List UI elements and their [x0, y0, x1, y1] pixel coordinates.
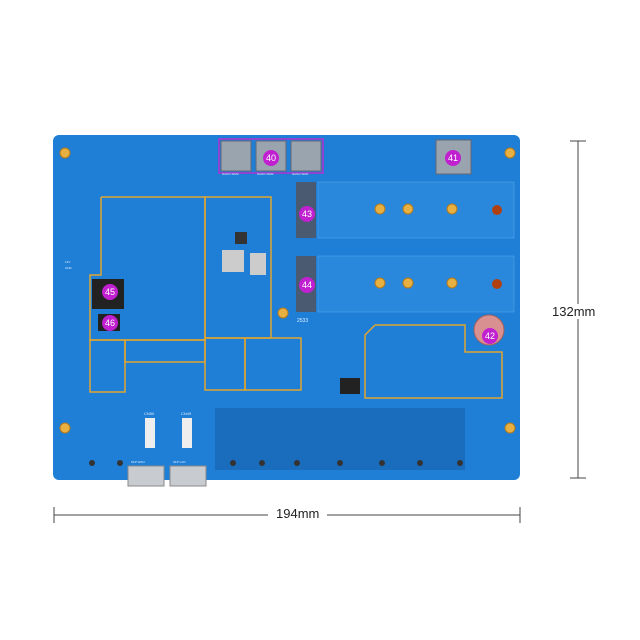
- antenna-connector: [492, 279, 502, 289]
- callout-43: 43: [299, 206, 315, 222]
- callout-42: 42: [482, 328, 498, 344]
- pcb-region-m2: [317, 181, 515, 239]
- silkscreen-gnd: GND: [65, 266, 72, 270]
- callout-44: 44: [299, 277, 315, 293]
- sim-highlight-box: [218, 138, 324, 174]
- port: [127, 465, 165, 487]
- height-dimension-label: 132mm: [550, 304, 598, 319]
- pcb-connector-strip: [215, 408, 465, 470]
- silkscreen-12v: 12V: [65, 260, 71, 264]
- connector: [145, 418, 155, 448]
- highlight-boxes: [89, 196, 503, 399]
- callout-41: 41: [445, 150, 461, 166]
- silkscreen-2533: 2533: [297, 318, 309, 324]
- connector: [182, 418, 192, 448]
- chip: [340, 378, 360, 394]
- callout-45: 45: [102, 284, 118, 300]
- port: [169, 465, 207, 487]
- silkscreen-sim2: NANO SIM2: [257, 172, 274, 176]
- callout-40: 40: [263, 150, 279, 166]
- silkscreen-cn49: CN49: [181, 411, 192, 416]
- width-dimension-label: 194mm: [268, 506, 328, 521]
- pcb-region-m2: [317, 255, 515, 313]
- silkscreen-cn50: CN50: [144, 411, 155, 416]
- silkscreen-sim1: NANO SIM1: [292, 172, 309, 176]
- sim-slots: [220, 140, 322, 172]
- edge-leds: [89, 460, 463, 466]
- chip: [222, 250, 244, 272]
- antenna-connector: [492, 205, 502, 215]
- mounting-holes: [59, 147, 516, 434]
- chip: [250, 253, 266, 275]
- silkscreen-sfp-lan: SFP LAN: [173, 460, 186, 464]
- silkscreen-sfp-wan: SFP WAN: [131, 460, 145, 464]
- callout-46: 46: [102, 315, 118, 331]
- chip: [235, 232, 247, 244]
- silkscreen-sim3: NANO SIM3: [222, 172, 239, 176]
